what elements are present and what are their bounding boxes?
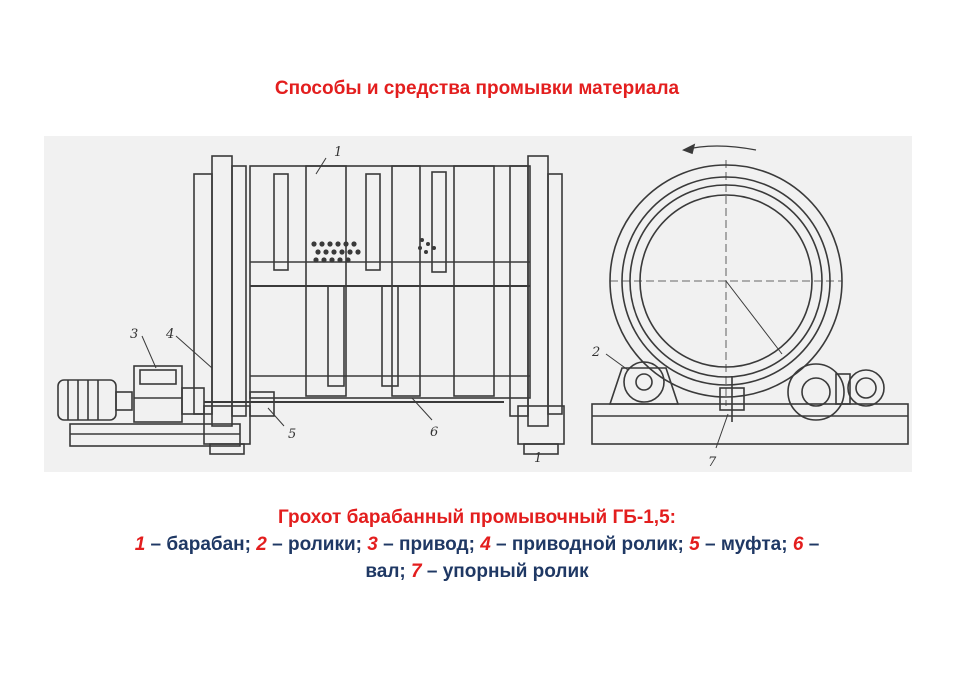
right-tyre-column [527, 155, 549, 427]
base-frame-right [591, 403, 909, 445]
legend-text: вал; [365, 561, 412, 582]
slide-title: Способы и средства промывки материала [274, 78, 680, 99]
label-4: 4 [165, 327, 174, 342]
coupling [249, 391, 275, 417]
legend-num: 6 [792, 534, 804, 555]
legend-text: – барабан; [145, 534, 257, 555]
left-tyre-column [211, 155, 233, 427]
caption-heading: Грохот барабанный промывочный ГБ-1,5: [278, 507, 676, 528]
legend-text: – [803, 534, 820, 555]
caption-legend: 1 – барабан; 2 – ролики; 3 – привод; 4 –… [20, 531, 934, 585]
legend-text: – привод; [377, 534, 481, 555]
support-roller [623, 361, 665, 403]
legend-num: 2 [256, 534, 267, 555]
legend-text: – ролики; [266, 534, 368, 555]
base-frame-left [69, 423, 241, 447]
gearbox [133, 365, 183, 423]
label-3: 3 [130, 327, 138, 342]
label-6: 6 [430, 425, 438, 440]
legend-num: 5 [689, 534, 700, 555]
label-5: 5 [288, 427, 296, 442]
legend-num: 3 [367, 534, 378, 555]
legend-num: 4 [480, 534, 491, 555]
label-2: 2 [591, 345, 600, 360]
drum-screen-drawing: 1 1 2 3 4 5 6 7 [44, 136, 912, 472]
label-7: 7 [708, 455, 717, 470]
drum-body [249, 165, 531, 399]
legend-num: 1 [134, 534, 146, 555]
legend-text: – муфта; [699, 534, 793, 555]
label-1-top: 1 [334, 145, 342, 160]
label-1-bottom: 1 [534, 451, 542, 466]
legend-text: – приводной ролик; [490, 534, 690, 555]
technical-drawing: 1 1 2 3 4 5 6 7 [57, 143, 909, 470]
motor [57, 379, 117, 421]
legend-num: 7 [411, 561, 422, 582]
legend-text: – упорный ролик [421, 561, 589, 582]
figure-caption: Грохот барабанный промывочный ГБ-1,5: 1 … [20, 504, 934, 585]
